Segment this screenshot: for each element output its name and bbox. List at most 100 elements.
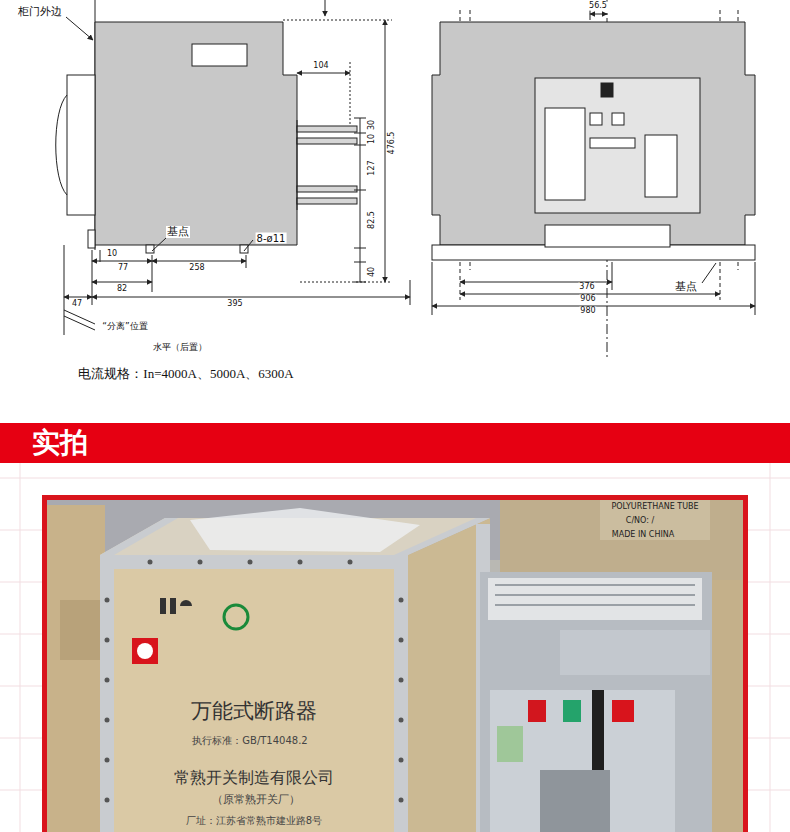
side-view-part (297, 73, 350, 74)
side-view-part (350, 62, 351, 126)
photo-part-part (105, 678, 110, 683)
photo-part-part (348, 560, 353, 565)
dimension: 376 (578, 283, 595, 292)
dimension: 82.5 (368, 210, 377, 230)
photo-part-part (495, 594, 695, 596)
front-view-part (590, 10, 591, 20)
photo-frame (45, 498, 746, 832)
photo-part (132, 638, 158, 664)
photo-part (160, 598, 166, 614)
side-view-part (300, 282, 392, 283)
side-view-part (92, 261, 152, 262)
photo-part-part (399, 758, 404, 763)
side-view-part (95, 22, 297, 245)
dimension: 30 (368, 119, 377, 131)
front-view (432, 0, 755, 360)
front-view-part (601, 83, 613, 97)
photo-part (100, 555, 114, 832)
side-view-part (244, 240, 253, 251)
photo-part (490, 690, 675, 832)
dimension: 40 (368, 266, 377, 278)
current-rating: 电流规格：In=4000A、5000A、6300A (78, 367, 293, 381)
reference-point: 基点 (674, 281, 698, 293)
front-view-part (612, 262, 613, 290)
front-view-part (590, 14, 607, 15)
photo-part (190, 508, 420, 552)
hole-spec: 8-ø11 (256, 233, 287, 244)
dimension: 476.5 (388, 131, 397, 156)
photo-part (394, 555, 408, 832)
photo-part-part (495, 584, 695, 586)
dimension: 906 (579, 295, 596, 304)
photo-part-part (399, 638, 404, 643)
photo-part (180, 600, 192, 606)
photo-part (170, 598, 176, 614)
dimension: 47 (71, 300, 83, 309)
photo-part-part (399, 598, 404, 603)
photo-part-part (399, 718, 404, 723)
banner-title: 实拍 (32, 426, 88, 460)
photo-part-part (298, 560, 303, 565)
photo-part (408, 518, 490, 832)
side-view-part (354, 190, 366, 191)
front-view-part (545, 108, 585, 200)
crate-address: 厂址：江苏省常熟市建业路8号 (186, 815, 322, 826)
side-view-part (152, 261, 246, 262)
photo-part-part (148, 560, 153, 565)
crate-title: 万能式断路器 (191, 700, 317, 723)
side-view-part (297, 198, 357, 204)
photo-part-part (105, 758, 110, 763)
side-view (56, 0, 410, 335)
dimension: 258 (188, 264, 205, 273)
dimension: 82 (116, 285, 128, 294)
photo-part (488, 578, 702, 620)
photo-part (100, 555, 408, 569)
front-view-part (432, 22, 755, 245)
side-view-part (240, 245, 248, 253)
side-view-part (297, 126, 357, 132)
front-view-part (702, 263, 716, 283)
photo-part (495, 585, 695, 605)
photo-part (560, 630, 710, 675)
crate-note: （原常熟开关厂） (212, 794, 300, 806)
photo-part (612, 700, 634, 722)
photo-part (540, 770, 610, 832)
side-view-part (146, 245, 154, 253)
photo-part-part (105, 638, 110, 643)
dimension: 10 (106, 250, 118, 259)
side-view-part (297, 138, 357, 144)
photo-part-part (198, 560, 203, 565)
side-view-part (152, 238, 166, 251)
photo-part (592, 690, 604, 770)
photo-part (100, 555, 408, 832)
photo-part-part (495, 604, 695, 606)
photo-part-part (399, 678, 404, 683)
dimension: 10 (368, 133, 377, 145)
side-view-part (192, 44, 247, 66)
photo-part-part (399, 798, 404, 803)
side-view-part (297, 186, 357, 192)
dimension: 127 (368, 159, 377, 176)
photo-part (105, 560, 404, 803)
side-view-part (64, 316, 95, 330)
side-view-part (354, 262, 366, 263)
dimension: 77 (117, 264, 129, 273)
side-view-part (385, 20, 386, 282)
side-view-part (360, 118, 361, 282)
side-view-part (56, 95, 67, 195)
reference-point: 基点 (166, 226, 190, 238)
side-view-part (354, 133, 366, 134)
background-grid-part (0, 478, 790, 479)
side-view-part (354, 145, 366, 146)
position-note: “分离”位置 (101, 322, 148, 332)
photo-part (480, 572, 712, 832)
dimension: 104 (312, 62, 329, 71)
carton-print: POLYURETHANE TUBE (611, 503, 698, 512)
crate-company: 常熟开关制造有限公司 (174, 769, 334, 787)
side-view-part (325, 0, 326, 16)
front-view-part (590, 113, 602, 125)
front-view-part (535, 78, 700, 213)
